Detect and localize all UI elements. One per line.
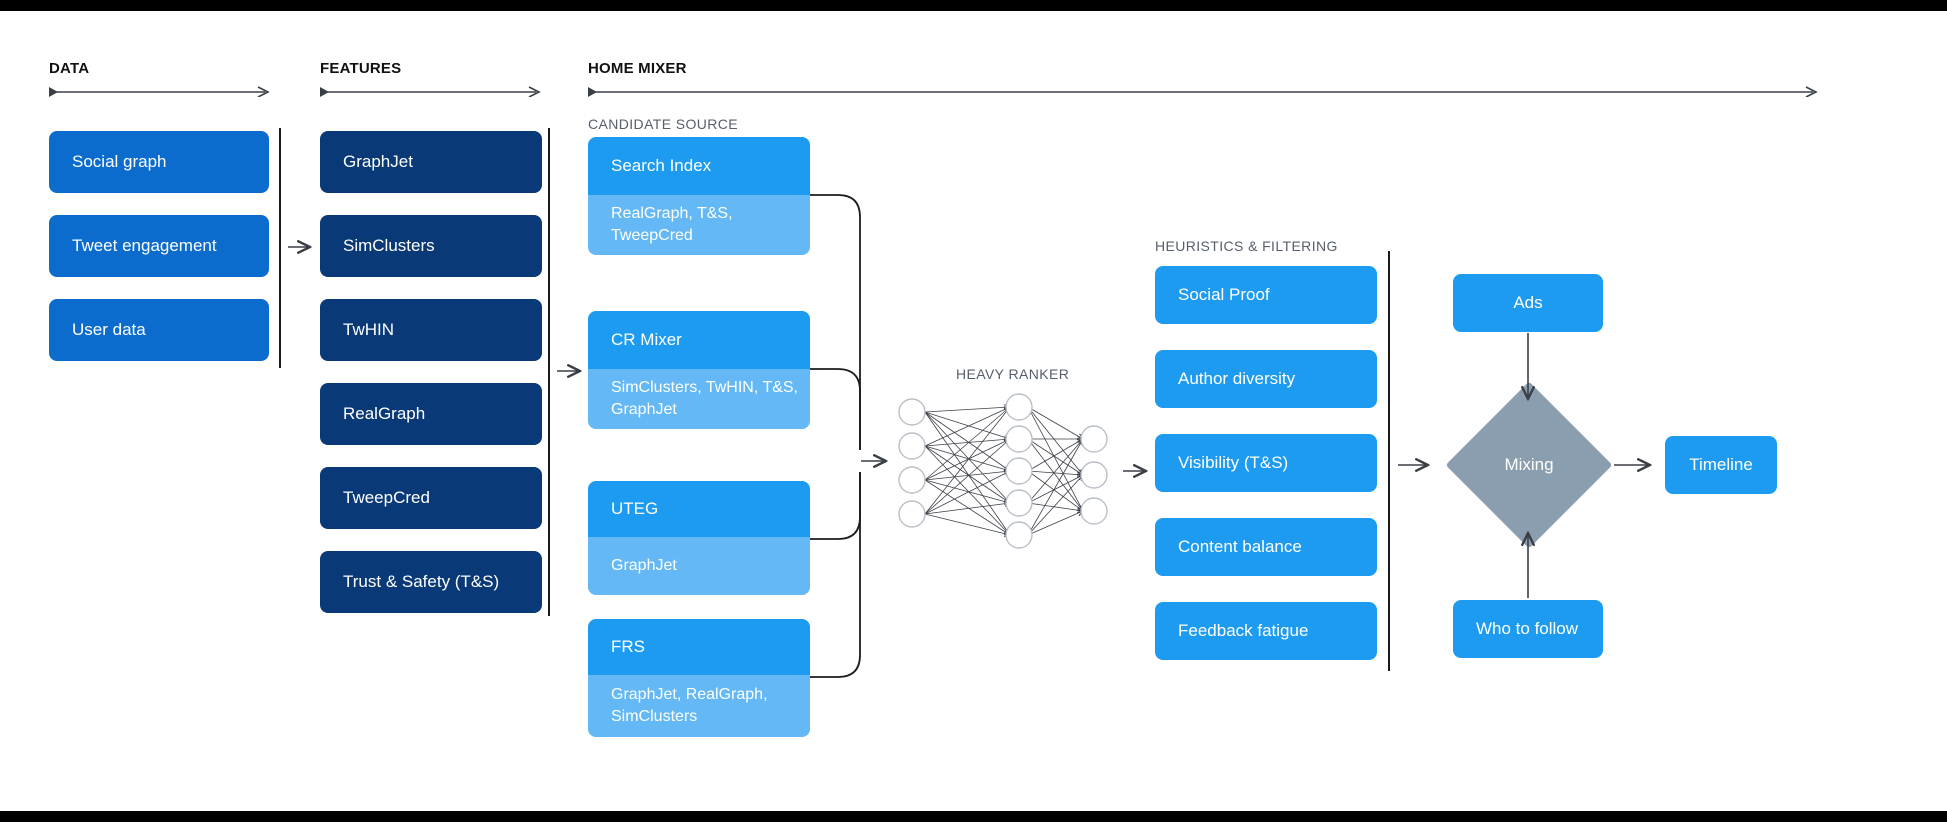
- home-mixer-axis-arrow: [588, 85, 1822, 97]
- data-box-user-data[interactable]: User data: [49, 299, 269, 361]
- mixing-diamond[interactable]: [1445, 381, 1613, 549]
- candidate-source-name: Search Index: [588, 137, 810, 195]
- feature-box-twhin[interactable]: TwHIN: [320, 299, 542, 361]
- section-label-heuristics: HEURISTICS & FILTERING: [1155, 238, 1338, 254]
- candidate-source-frs[interactable]: FRS GraphJet, RealGraph, SimClusters: [588, 619, 810, 737]
- heavy-ranker-network: [898, 393, 1108, 549]
- heuristic-box-label: Content balance: [1178, 537, 1302, 557]
- feature-box-trust-safety[interactable]: Trust & Safety (T&S): [320, 551, 542, 613]
- heuristic-box-author-diversity[interactable]: Author diversity: [1155, 350, 1377, 408]
- candidate-source-features: GraphJet, RealGraph, SimClusters: [588, 675, 810, 737]
- feature-box-simclusters[interactable]: SimClusters: [320, 215, 542, 277]
- output-box-label: Ads: [1513, 293, 1543, 313]
- output-box-label: Timeline: [1689, 455, 1753, 475]
- feature-box-label: Trust & Safety (T&S): [343, 572, 500, 592]
- feature-box-tweepcred[interactable]: TweepCred: [320, 467, 542, 529]
- output-box-ads[interactable]: Ads: [1453, 274, 1603, 332]
- heuristic-box-label: Author diversity: [1178, 369, 1296, 389]
- candidate-source-features: GraphJet: [588, 537, 810, 595]
- output-box-timeline[interactable]: Timeline: [1665, 436, 1777, 494]
- candidate-bracket-connector: [810, 194, 886, 678]
- feature-box-label: GraphJet: [343, 152, 413, 172]
- output-box-who-to-follow[interactable]: Who to follow: [1453, 600, 1603, 658]
- data-box-label: Tweet engagement: [72, 236, 217, 256]
- section-label-heavy-ranker: HEAVY RANKER: [956, 366, 1070, 382]
- heuristic-box-content-balance[interactable]: Content balance: [1155, 518, 1377, 576]
- data-box-tweet-engagement[interactable]: Tweet engagement: [49, 215, 269, 277]
- heuristic-box-visibility[interactable]: Visibility (T&S): [1155, 434, 1377, 492]
- feature-box-label: SimClusters: [343, 236, 435, 256]
- feature-box-realgraph[interactable]: RealGraph: [320, 383, 542, 445]
- candidate-source-features: RealGraph, T&S, TweepCred: [588, 195, 810, 255]
- feature-box-label: TwHIN: [343, 320, 394, 340]
- candidate-source-uteg[interactable]: UTEG GraphJet: [588, 481, 810, 595]
- divider-data-features: [279, 128, 281, 368]
- data-box-label: Social graph: [72, 152, 167, 172]
- heuristic-box-feedback-fatigue[interactable]: Feedback fatigue: [1155, 602, 1377, 660]
- output-box-label: Who to follow: [1476, 619, 1579, 639]
- candidate-source-name: FRS: [588, 619, 810, 675]
- divider-features-candidates: [548, 128, 550, 616]
- connector-layer: [288, 194, 1947, 678]
- data-box-label: User data: [72, 320, 146, 340]
- section-label-candidate-source: CANDIDATE SOURCE: [588, 116, 739, 132]
- candidate-source-features: SimClusters, TwHIN, T&S, GraphJet: [588, 369, 810, 429]
- feature-box-label: TweepCred: [343, 488, 430, 508]
- heuristic-box-label: Visibility (T&S): [1178, 453, 1289, 473]
- divider-heuristics-output: [1388, 251, 1390, 671]
- candidate-source-name: UTEG: [588, 481, 810, 537]
- column-title-data: DATA: [49, 60, 90, 77]
- column-title-home-mixer: HOME MIXER: [588, 60, 687, 77]
- candidate-source-search-index[interactable]: Search Index RealGraph, T&S, TweepCred: [588, 137, 810, 255]
- data-axis-arrow: [49, 85, 274, 97]
- feature-box-label: RealGraph: [343, 404, 426, 424]
- column-title-features: FEATURES: [320, 60, 402, 77]
- feature-box-graphjet[interactable]: GraphJet: [320, 131, 542, 193]
- candidate-source-cr-mixer[interactable]: CR Mixer SimClusters, TwHIN, T&S, GraphJ…: [588, 311, 810, 429]
- candidate-source-name: CR Mixer: [588, 311, 810, 369]
- heuristic-box-label: Feedback fatigue: [1178, 621, 1309, 641]
- features-axis-arrow: [320, 85, 545, 97]
- heuristic-box-social-proof[interactable]: Social Proof: [1155, 266, 1377, 324]
- data-box-social-graph[interactable]: Social graph: [49, 131, 269, 193]
- diagram-canvas: DATA FEATURES HOME MIXER CA: [0, 11, 1947, 811]
- heuristic-box-label: Social Proof: [1178, 285, 1270, 305]
